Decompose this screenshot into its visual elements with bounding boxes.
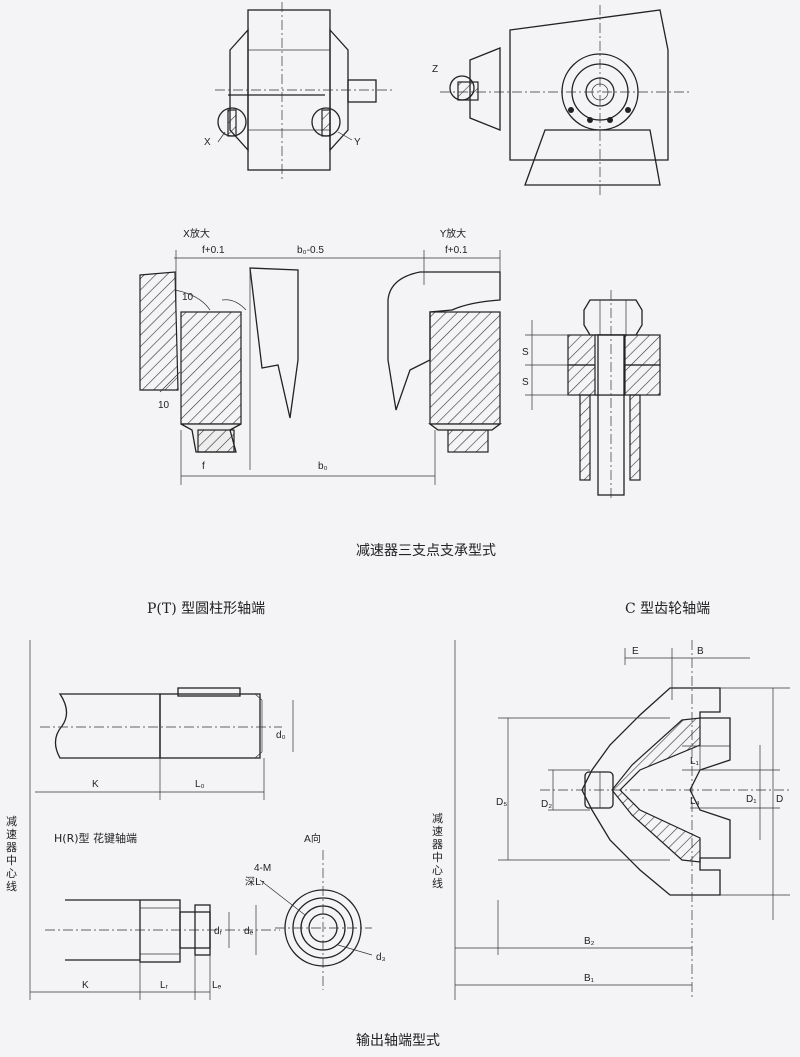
caption-output: 输出轴端型式 <box>356 1033 440 1049</box>
caption-support-type: 减速器三支点支承型式 <box>356 543 496 559</box>
label-y-zoom: Y放大 <box>439 227 466 240</box>
label-f-plus2: f+0.1 <box>445 245 468 256</box>
label-d0: d₀ <box>276 730 286 741</box>
label-depth: 深L₇ <box>245 876 265 888</box>
label-k1: K <box>92 779 99 790</box>
label-center-line-left: 减速器中心线 <box>6 815 17 893</box>
label-y: Y <box>354 137 361 148</box>
x-enlarged-detail <box>139 250 500 485</box>
label-z: Z <box>432 64 438 75</box>
label-ten-a: 10 <box>182 292 194 303</box>
label-le: Lₑ <box>212 980 222 991</box>
label-x: X <box>204 137 211 148</box>
label-b2: B₂ <box>584 936 595 947</box>
label-4m: 4-M <box>254 863 271 874</box>
reducer-front-view <box>215 2 395 180</box>
label-d3: d₃ <box>376 952 386 963</box>
label-d2: D₂ <box>541 799 552 810</box>
label-s1: S <box>522 347 529 358</box>
label-x-zoom: X放大 <box>183 227 210 240</box>
label-a-view: A向 <box>304 832 321 845</box>
label-f-tol: f <box>202 461 205 472</box>
label-dr: dᵣ <box>214 926 223 937</box>
label-d1: D₁ <box>746 794 757 805</box>
label-f-plus: f+0.1 <box>202 245 225 256</box>
label-d5: D₅ <box>496 797 507 808</box>
label-b0-minus: b₀-0.5 <box>297 245 324 256</box>
label-l1: L₁ <box>690 756 700 767</box>
bolt-detail <box>525 290 661 500</box>
caption-h-type: H(R)型 花键轴端 <box>54 832 137 845</box>
label-ten-b: 10 <box>158 400 170 411</box>
label-d: D <box>776 794 783 805</box>
c-type-gear-shaft <box>454 640 790 1000</box>
h-type-shaft <box>30 899 280 1000</box>
reducer-side-view <box>440 5 690 195</box>
label-l4: L₄ <box>690 796 700 807</box>
label-center-line-right: 减速器中心线 <box>432 812 443 890</box>
a-direction-view <box>259 850 373 990</box>
label-b0-tol: b₀ <box>318 461 328 472</box>
y-enlarged-detail <box>387 250 502 453</box>
label-s2: S <box>522 377 529 388</box>
label-de: dₑ <box>244 926 254 937</box>
caption-p-type: P(T) 型圆柱形轴端 <box>147 601 266 617</box>
label-b1: B₁ <box>584 973 595 984</box>
caption-c-type: C 型齿轮轴端 <box>625 601 711 617</box>
label-l0: L₀ <box>195 779 205 790</box>
label-lr: Lᵣ <box>160 980 169 991</box>
label-k2: K <box>82 980 89 991</box>
label-b: B <box>697 646 704 657</box>
label-e: E <box>632 646 639 657</box>
p-type-shaft <box>35 687 294 800</box>
